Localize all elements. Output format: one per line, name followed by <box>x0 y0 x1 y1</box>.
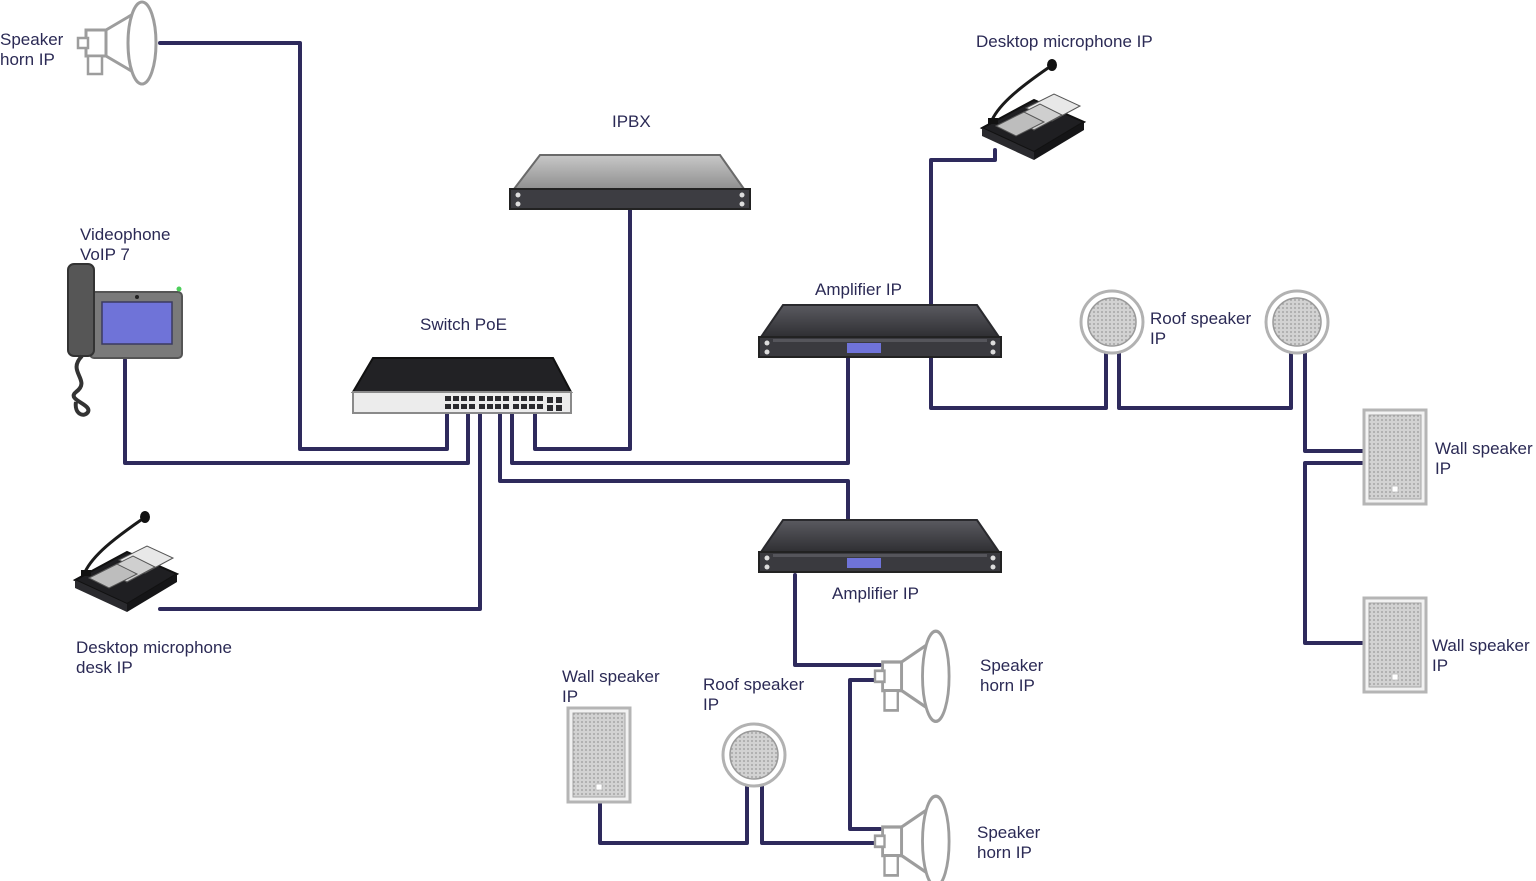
label-line: Desktop microphone <box>76 638 232 657</box>
horn-speaker-icon <box>873 629 951 724</box>
label-videophone: Videophone VoIP 7 <box>80 225 170 265</box>
cable-switch-desk-mic <box>158 403 482 611</box>
ceiling-speaker-icon <box>1079 289 1145 355</box>
cable-horn-mid-horn-bottom <box>848 678 882 831</box>
desktop-microphone-icon <box>980 57 1086 162</box>
horn-speaker-icon <box>873 794 951 881</box>
label-desktop-microphone-top: Desktop microphone IP <box>976 32 1153 51</box>
label-roof-speaker-right: Roof speaker IP <box>1150 309 1251 349</box>
label-wall-speaker-right-2: Wall speaker IP <box>1432 636 1530 676</box>
label-line: Speaker <box>977 823 1041 842</box>
cable-ipbx-switch <box>533 208 632 451</box>
label-line: horn IP <box>980 676 1035 695</box>
label-line: IP <box>1150 329 1167 348</box>
label-line: horn IP <box>0 50 55 69</box>
cable-horn-tl-switch <box>158 41 449 451</box>
rack-device-icon <box>758 519 1002 573</box>
label-line: IP <box>562 687 579 706</box>
label-line: Wall speaker <box>562 667 660 686</box>
label-line: Speaker <box>980 656 1044 675</box>
cable-wall-1-wall-2 <box>1303 461 1365 645</box>
wall-speaker-icon <box>1362 408 1428 506</box>
label-line: Roof speaker <box>703 675 805 694</box>
label-line: horn IP <box>977 843 1032 862</box>
label-line: Wall speaker <box>1435 439 1533 458</box>
cable-videophone-switch <box>123 358 470 465</box>
cable-amp-desktop-mic <box>929 148 997 307</box>
label-line: Speaker <box>0 30 64 49</box>
label-wall-speaker-bottom: Wall speaker IP <box>562 667 660 707</box>
wall-speaker-icon <box>566 706 632 804</box>
label-line: VoIP 7 <box>80 245 130 264</box>
cable-amp-roof-1 <box>929 351 1108 410</box>
cable-roof-2-wall-1 <box>1303 351 1365 453</box>
label-line: desk IP <box>76 658 133 677</box>
label-amplifier-top: Amplifier IP <box>815 280 902 299</box>
horn-speaker-icon <box>76 0 158 86</box>
label-amplifier-bottom: Amplifier IP <box>832 584 919 603</box>
rack-device-icon <box>758 304 1002 358</box>
label-line: IP <box>1435 459 1452 478</box>
ceiling-speaker-icon <box>1264 289 1330 355</box>
label-ipbx: IPBX <box>612 112 651 131</box>
label-speaker-horn-middle: Speaker horn IP <box>980 656 1043 696</box>
cable-roof-1-roof-2 <box>1117 351 1293 410</box>
poe-switch-icon <box>351 357 573 414</box>
label-line: IP <box>1432 656 1449 675</box>
label-switch-poe: Switch PoE <box>420 315 507 334</box>
cable-switch-amp-bottom <box>498 403 850 522</box>
label-speaker-horn-top-left: Speaker horn IP <box>0 30 63 70</box>
label-speaker-horn-bottom: Speaker horn IP <box>977 823 1040 863</box>
label-line: Roof speaker <box>1150 309 1252 328</box>
label-line: Wall speaker <box>1432 636 1530 655</box>
label-line: Videophone <box>80 225 171 244</box>
cable-wall-bottom-roof-bottom <box>598 784 749 845</box>
cable-switch-amp-top <box>510 356 850 465</box>
cable-amp-horn-mid <box>793 573 882 667</box>
cables <box>123 41 1365 845</box>
cable-roof-bottom-horn-bottom <box>760 784 882 845</box>
label-desktop-microphone-desk: Desktop microphone desk IP <box>76 638 232 678</box>
label-wall-speaker-right-1: Wall speaker IP <box>1435 439 1533 479</box>
label-line: IP <box>703 695 720 714</box>
label-roof-speaker-bottom: Roof speaker IP <box>703 675 804 715</box>
rack-device-icon <box>509 154 751 210</box>
wall-speaker-icon <box>1362 596 1428 694</box>
desktop-microphone-icon <box>73 509 179 614</box>
ceiling-speaker-icon <box>721 722 787 788</box>
videophone-icon <box>67 263 183 417</box>
